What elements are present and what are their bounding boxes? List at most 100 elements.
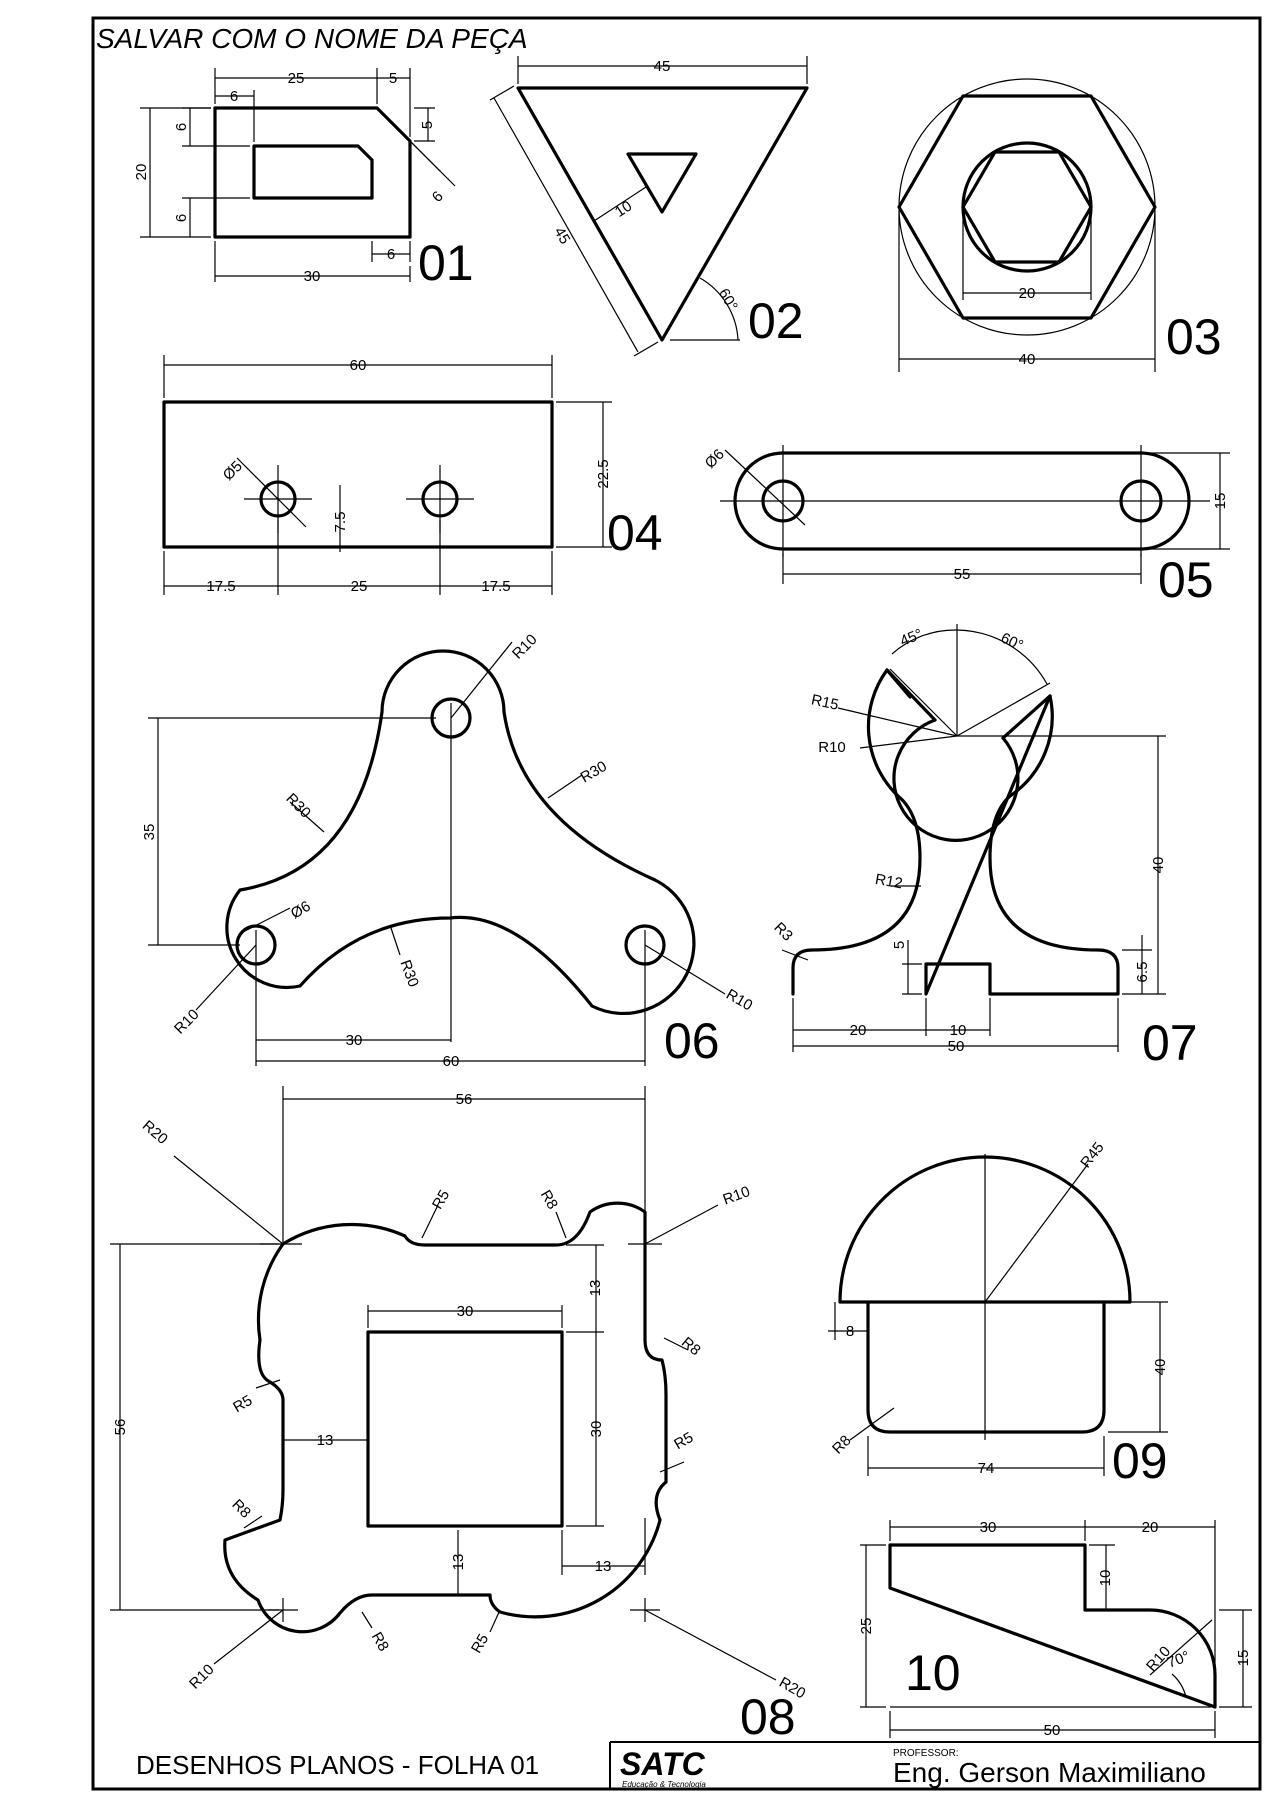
- dim-label: R10: [186, 1661, 217, 1692]
- dim-label: 30: [588, 1421, 605, 1438]
- part-10: 30 20 10 25 R10 70° 15 50 10: [858, 1519, 1252, 1739]
- dim-label: R15: [810, 691, 840, 713]
- dim-label: R5: [230, 1392, 255, 1416]
- dim-label: 5: [389, 70, 397, 87]
- dim-label: 10: [612, 198, 635, 221]
- dim-label: 6: [230, 88, 238, 105]
- dim-label: 5: [891, 941, 908, 949]
- dim-label: R30: [282, 790, 313, 821]
- dim-label: 35: [141, 824, 158, 841]
- dim-label: 50: [1044, 1722, 1061, 1739]
- dim-label: 60°: [715, 286, 741, 314]
- dim-label: 30: [980, 1519, 997, 1536]
- professor-name: Eng. Gerson Maximiliano: [893, 1757, 1206, 1788]
- dim-label: R30: [578, 758, 610, 786]
- part-number: 09: [1112, 1433, 1168, 1489]
- dim-label: 30: [457, 1303, 474, 1320]
- dim-label: 20: [850, 1022, 867, 1039]
- dim-label: 56: [112, 1419, 129, 1436]
- part-09: R45 8 40 R8 74 09: [828, 1139, 1169, 1489]
- dim-label: R5: [671, 1429, 696, 1453]
- part-01: 25 5 6 6 5 20 6 6 6 30 01: [133, 68, 474, 291]
- dim-label: 15: [1212, 493, 1229, 510]
- instruction-text: SALVAR COM O NOME DA PEÇA: [96, 23, 528, 54]
- dim-label: 13: [450, 1554, 467, 1571]
- sheet-title: DESENHOS PLANOS - FOLHA 01: [136, 1750, 539, 1780]
- title-block: DESENHOS PLANOS - FOLHA 01 SATC Educação…: [136, 1741, 1260, 1789]
- dim-label: 17.5: [481, 578, 510, 595]
- part-number: 03: [1166, 309, 1222, 365]
- dim-label: 25: [288, 70, 305, 87]
- dim-label: 60: [443, 1053, 460, 1070]
- dim-label: 45: [654, 58, 671, 75]
- dim-label: 6: [387, 246, 395, 263]
- dim-label: 17.5: [206, 578, 235, 595]
- dim-label: 30: [346, 1032, 363, 1049]
- dim-label: 6: [173, 214, 190, 222]
- part-04: 60 Ø5 22.5 7.5 17.5 25 17.5 04: [162, 355, 663, 595]
- dim-label: 13: [317, 1432, 334, 1449]
- dim-label: R8: [829, 1432, 855, 1458]
- part-number: 02: [748, 293, 804, 349]
- part-02: 45 45 10 60° 02: [489, 56, 809, 357]
- dim-label: 20: [1019, 285, 1036, 302]
- dim-label: 55: [954, 566, 971, 583]
- dim-label: R10: [723, 986, 755, 1014]
- part-number: 08: [740, 1689, 796, 1745]
- part-number: 04: [607, 505, 663, 561]
- part-03: 20 40 03: [897, 78, 1222, 372]
- dim-label: 8: [846, 1323, 854, 1340]
- part-07: 45° 60° R15 R10 40 R12 R3 5 6.5 20 10 50…: [770, 624, 1198, 1071]
- dim-label: R45: [1077, 1139, 1107, 1171]
- part-06: R10 R30 R30 35 Ø6 R30 R10 R10 30 60 06: [141, 631, 755, 1070]
- dim-label: R10: [721, 1183, 753, 1208]
- dim-label: 20: [1142, 1519, 1159, 1536]
- dim-label: 45: [550, 224, 573, 247]
- dim-label: 25: [858, 1618, 875, 1635]
- dim-label: R5: [468, 1631, 492, 1656]
- dim-label: Ø6: [702, 446, 728, 472]
- part-number: 05: [1158, 552, 1214, 608]
- part-number: 01: [418, 235, 474, 291]
- dim-label: R10: [171, 1006, 202, 1037]
- part-08: 56 R20 R5 R8 R10 13 30 R8 56 R5 13 30 R5…: [110, 1086, 808, 1745]
- dim-label: R8: [228, 1496, 254, 1522]
- professor-label: PROFESSOR:: [893, 1748, 959, 1759]
- dim-label: R10: [509, 631, 540, 662]
- dim-label: 7.5: [332, 512, 349, 533]
- dim-label: 50: [948, 1038, 965, 1055]
- part-number: 06: [664, 1013, 720, 1069]
- dim-label: 20: [133, 164, 150, 181]
- dim-label: 40: [1152, 1359, 1169, 1376]
- logo-text: SATC: [620, 1746, 706, 1782]
- dim-label: 13: [587, 1280, 604, 1297]
- dim-label: R8: [678, 1334, 704, 1359]
- logo-tagline: Educação & Tecnologia: [622, 1780, 706, 1789]
- dim-label: 40: [1150, 857, 1167, 874]
- dim-label: 56: [456, 1091, 473, 1108]
- dim-label: 70°: [1165, 1648, 1192, 1672]
- part-number: 07: [1142, 1015, 1198, 1071]
- part-05: Ø6 15 55 05: [702, 445, 1230, 608]
- dim-label: Ø5: [220, 458, 246, 484]
- dim-label: R8: [537, 1187, 561, 1212]
- dim-label: 60°: [998, 629, 1026, 654]
- dim-label: 15: [1235, 1650, 1252, 1667]
- dim-label: R5: [429, 1187, 453, 1212]
- dim-label: 40: [1019, 351, 1036, 368]
- dim-label: R30: [397, 958, 422, 990]
- dim-label: R3: [770, 919, 796, 945]
- dim-label: 6: [429, 188, 447, 206]
- dim-label: 60: [350, 357, 367, 374]
- dim-label: 30: [304, 268, 321, 285]
- dim-label: R12: [874, 871, 904, 893]
- dim-label: 6: [173, 123, 190, 131]
- dim-label: Ø6: [288, 898, 314, 923]
- dim-label: R10: [818, 739, 846, 756]
- dim-label: R20: [139, 1117, 171, 1148]
- dim-label: R8: [368, 1629, 392, 1654]
- sheet-border: [91, 16, 1262, 1791]
- dim-label: 74: [978, 1460, 995, 1477]
- dim-label: 25: [351, 578, 368, 595]
